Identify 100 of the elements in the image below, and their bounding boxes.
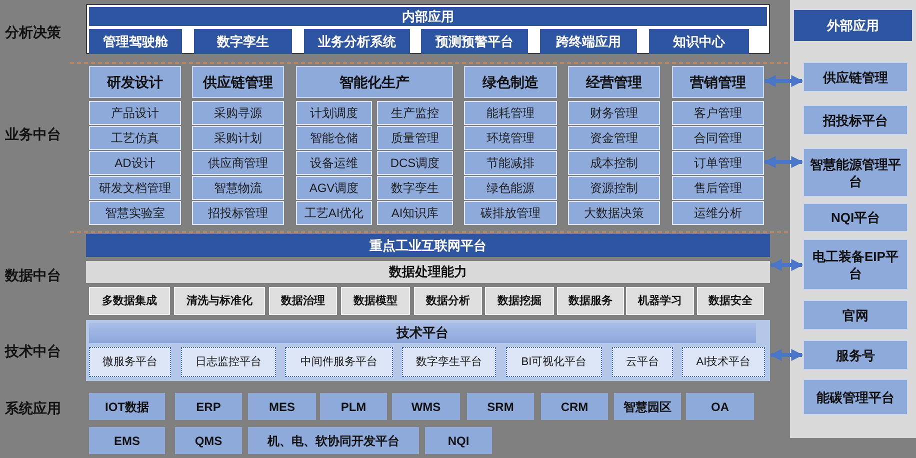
- function-box: 智慧物流: [192, 176, 284, 200]
- function-box: 生产监控: [377, 101, 453, 125]
- external-app-box: NQI平台: [803, 203, 908, 232]
- module-header: 智能化生产: [296, 66, 453, 98]
- module-header: 供应链管理: [192, 66, 284, 98]
- app-box: 管理驾驶舱: [89, 29, 182, 54]
- app-box: 数字孪生: [194, 29, 292, 54]
- capability-box: 数据挖掘: [485, 287, 554, 315]
- capability-box: 数据分析: [414, 287, 482, 315]
- external-panel: [790, 0, 916, 438]
- layer-label: 数据中台: [5, 266, 61, 285]
- capability-box: 多数据集成: [89, 287, 170, 315]
- platform-panel: [86, 320, 770, 381]
- module-header: 经营管理: [568, 66, 660, 98]
- function-box: 智能仓储: [296, 126, 372, 150]
- function-box: 大数据决策: [568, 201, 660, 225]
- function-box: 工艺AI优化: [296, 201, 372, 225]
- capability-box: 机器学习: [626, 287, 694, 315]
- function-box: DCS调度: [377, 151, 453, 175]
- double-arrow: [770, 259, 804, 271]
- function-box: 智慧实验室: [89, 201, 181, 225]
- function-box: 采购计划: [192, 126, 284, 150]
- layer-label: 系统应用: [5, 399, 61, 418]
- system-box: MES: [248, 393, 316, 420]
- service-box: 微服务平台: [89, 347, 171, 377]
- function-box: 碳排放管理: [464, 201, 557, 225]
- system-box: EMS: [89, 427, 165, 454]
- app-box: 知识中心: [649, 29, 749, 54]
- function-box: 产品设计: [89, 101, 181, 125]
- layer-label: 业务中台: [5, 125, 61, 144]
- function-box: 财务管理: [568, 101, 660, 125]
- function-box: 资源控制: [568, 176, 660, 200]
- capability-box: 数据治理: [269, 287, 337, 315]
- system-box: IOT数据: [89, 393, 165, 420]
- module-header: 绿色制造: [464, 66, 557, 98]
- capability-box: 清洗与标准化: [174, 287, 265, 315]
- panel-heading: 内部应用: [89, 7, 767, 26]
- system-box: PLM: [320, 393, 387, 420]
- external-app-box: 官网: [803, 300, 908, 330]
- system-box: WMS: [392, 393, 460, 420]
- app-box: 跨终端应用: [540, 29, 637, 54]
- module-header: 研发设计: [89, 66, 181, 98]
- function-box: 工艺仿真: [89, 126, 181, 150]
- function-box: AI知识库: [377, 201, 453, 225]
- system-box: OA: [686, 393, 754, 420]
- function-box: 节能减排: [464, 151, 557, 175]
- external-app-box: 能碳管理平台: [803, 379, 908, 415]
- system-box: CRM: [541, 393, 608, 420]
- service-box: AI技术平台: [682, 347, 765, 377]
- function-box: 订单管理: [672, 151, 764, 175]
- app-box: 业务分析系统: [304, 29, 410, 54]
- external-app-box: 服务号: [803, 340, 908, 370]
- function-box: 环境管理: [464, 126, 557, 150]
- service-box: 日志监控平台: [181, 347, 276, 377]
- function-box: 研发文档管理: [89, 176, 181, 200]
- external-app-box: 供应链管理: [803, 62, 908, 92]
- capability-box: 数据模型: [341, 287, 410, 315]
- application-panel: [86, 4, 770, 54]
- layer-label: 技术中台: [5, 342, 61, 361]
- function-box: 成本控制: [568, 151, 660, 175]
- function-box: 客户管理: [672, 101, 764, 125]
- function-box: 资金管理: [568, 126, 660, 150]
- panel-heading: 技术平台: [89, 323, 756, 343]
- function-box: 采购寻源: [192, 101, 284, 125]
- external-app-box: 电工装备EIP平台: [803, 239, 908, 290]
- function-box: 能耗管理: [464, 101, 557, 125]
- capability-band: 数据处理能力: [86, 261, 770, 283]
- double-arrow: [764, 75, 804, 87]
- system-box: 智慧园区: [614, 393, 681, 420]
- function-box: 招投标管理: [192, 201, 284, 225]
- capability-box: 数据安全: [697, 287, 764, 315]
- app-box: 预测预警平台: [421, 29, 528, 54]
- service-box: 中间件服务平台: [285, 347, 393, 377]
- service-box: 云平台: [612, 347, 673, 377]
- function-box: 设备运维: [296, 151, 372, 175]
- module-header: 营销管理: [672, 66, 764, 98]
- function-box: 质量管理: [377, 126, 453, 150]
- system-box: QMS: [175, 427, 242, 454]
- function-box: AD设计: [89, 151, 181, 175]
- external-app-box: 智慧能源管理平台: [803, 148, 908, 197]
- layer-label: 分析决策: [5, 23, 61, 42]
- function-box: 售后管理: [672, 176, 764, 200]
- function-box: 绿色能源: [464, 176, 557, 200]
- system-box: 机、电、软协同开发平台: [248, 427, 419, 454]
- service-box: 数字孪生平台: [402, 347, 496, 377]
- capability-box: 数据服务: [557, 287, 624, 315]
- service-box: BI可视化平台: [506, 347, 602, 377]
- function-box: 合同管理: [672, 126, 764, 150]
- system-box: NQI: [425, 427, 492, 454]
- function-box: 运维分析: [672, 201, 764, 225]
- external-app-box: 招投标平台: [803, 105, 908, 135]
- double-arrow: [764, 156, 804, 168]
- function-box: 计划调度: [296, 101, 372, 125]
- function-box: AGV调度: [296, 176, 372, 200]
- panel-heading: 外部应用: [794, 10, 912, 41]
- system-box: SRM: [467, 393, 534, 420]
- system-box: ERP: [175, 393, 242, 420]
- double-arrow: [770, 349, 804, 361]
- platform-band: 重点工业互联网平台: [86, 234, 770, 257]
- function-box: 数字孪生: [377, 176, 453, 200]
